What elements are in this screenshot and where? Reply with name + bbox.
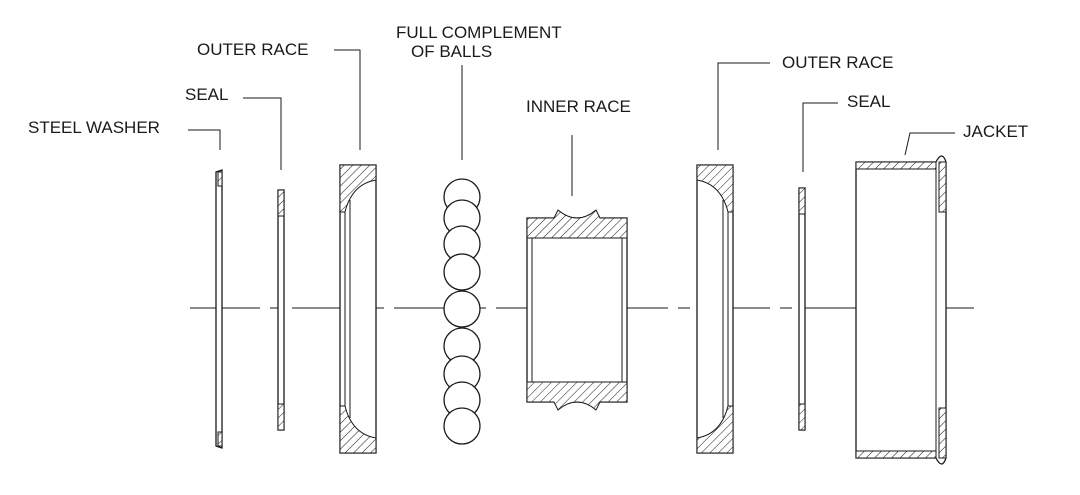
steel-washer-part: [215, 169, 223, 449]
seal-left-label: SEAL: [185, 85, 228, 104]
balls-column: [443, 178, 481, 445]
jacket-leader: [904, 132, 955, 156]
outer-race-right-part: [696, 164, 734, 454]
outer-race-right-label: OUTER RACE: [782, 53, 893, 72]
seal-right-label: SEAL: [847, 92, 890, 111]
outer-race-left-label: OUTER RACE: [197, 40, 308, 59]
inner-race-part: [526, 209, 628, 411]
jacket-label: JACKET: [963, 122, 1028, 141]
outer-race-left-part: [339, 164, 377, 454]
balls-label-line2: OF BALLS: [411, 42, 492, 61]
seal-left-part: [277, 189, 285, 431]
steel-washer-label: STEEL WASHER: [28, 118, 160, 137]
steel-washer-leader: [188, 129, 221, 150]
seal-right-leader: [802, 102, 838, 172]
outer-race-right-leader: [717, 62, 770, 150]
ball: [443, 253, 481, 291]
balls-label-line1: FULL COMPLEMENT: [396, 23, 562, 42]
seal-left-leader: [243, 97, 282, 170]
inner-race-label: INNER RACE: [526, 97, 631, 116]
ball: [443, 407, 481, 445]
outer-race-left-leader: [334, 49, 361, 150]
seal-right-part: [798, 187, 806, 431]
ball: [443, 290, 481, 328]
jacket-part: [855, 155, 947, 465]
